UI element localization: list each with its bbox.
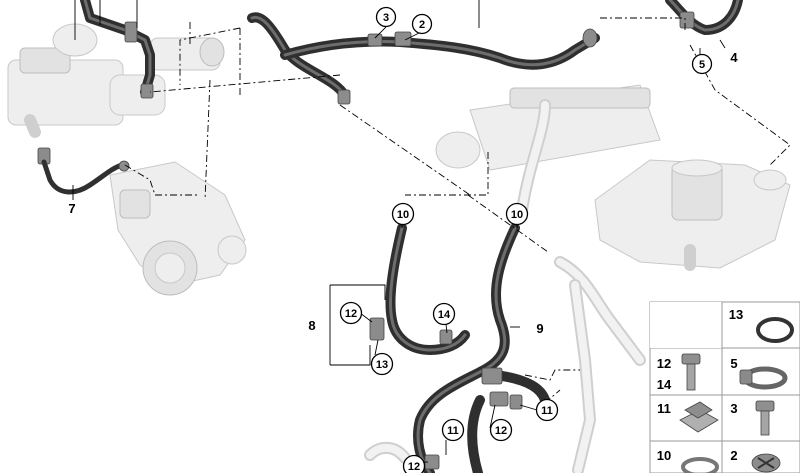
hose-7	[37, 147, 130, 195]
callout-2: 2	[411, 13, 433, 35]
screw-icon	[755, 400, 775, 436]
callout-12-bottom: 12	[402, 454, 426, 473]
spring-clamp-icon	[681, 457, 719, 473]
label-9: 9	[536, 321, 543, 336]
hose-9	[413, 223, 550, 473]
hose-top-right	[665, 0, 743, 35]
water-pump-right	[594, 159, 791, 271]
callout-11-right-text: 11	[541, 405, 553, 417]
clip-nut-icon	[679, 401, 719, 433]
callout-10-left-text: 10	[397, 209, 409, 221]
table-label-2: 2	[730, 448, 737, 463]
callout-12-bottom-text: 12	[408, 461, 420, 473]
water-pump-left	[109, 161, 247, 296]
callout-2-text: 2	[419, 19, 425, 31]
table-label-14: 14	[657, 377, 672, 392]
hose-top-center	[247, 12, 600, 105]
callout-11-bottom-text: 11	[447, 425, 459, 437]
callout-12-upper: 12	[339, 301, 363, 325]
label-7: 7	[68, 201, 75, 216]
callout-5-text: 5	[699, 59, 705, 71]
callout-12-middle: 12	[489, 418, 513, 442]
callout-5: 5	[691, 53, 713, 75]
label-4: 4	[730, 50, 738, 65]
label-8: 8	[308, 318, 315, 333]
callout-14: 14	[432, 302, 456, 326]
callout-10-right-text: 10	[511, 209, 523, 221]
callout-13-text: 13	[376, 359, 388, 371]
callout-12-upper-text: 12	[345, 308, 357, 320]
table-label-3: 3	[730, 401, 737, 416]
hose-top-left	[80, 0, 155, 99]
table-label-12: 12	[657, 356, 671, 371]
table-label-13: 13	[729, 307, 743, 322]
hose-8	[369, 223, 470, 355]
parts-table: 13 12 14 5 11 3 10 2	[649, 301, 800, 473]
egr-cooler-top-left	[7, 23, 225, 138]
bolt-icon	[681, 353, 701, 391]
callout-11-right: 11	[535, 398, 559, 422]
callout-11-bottom: 11	[441, 418, 465, 442]
callout-10-left: 10	[391, 202, 415, 226]
egr-cooler-center	[435, 84, 661, 216]
callout-10-right: 10	[505, 202, 529, 226]
callout-3-text: 3	[383, 12, 389, 24]
callout-3: 3	[375, 6, 397, 28]
hose-clamp-icon	[739, 366, 788, 390]
callout-14-text: 14	[438, 309, 451, 321]
o-ring-icon	[756, 317, 794, 343]
table-label-10: 10	[657, 448, 671, 463]
table-label-11: 11	[657, 401, 671, 416]
callout-13: 13	[370, 352, 394, 376]
coolant-pipe-ghost	[364, 256, 646, 473]
callout-12-middle-text: 12	[495, 425, 507, 437]
plug-cap-icon	[751, 453, 781, 473]
table-label-5: 5	[730, 356, 737, 371]
